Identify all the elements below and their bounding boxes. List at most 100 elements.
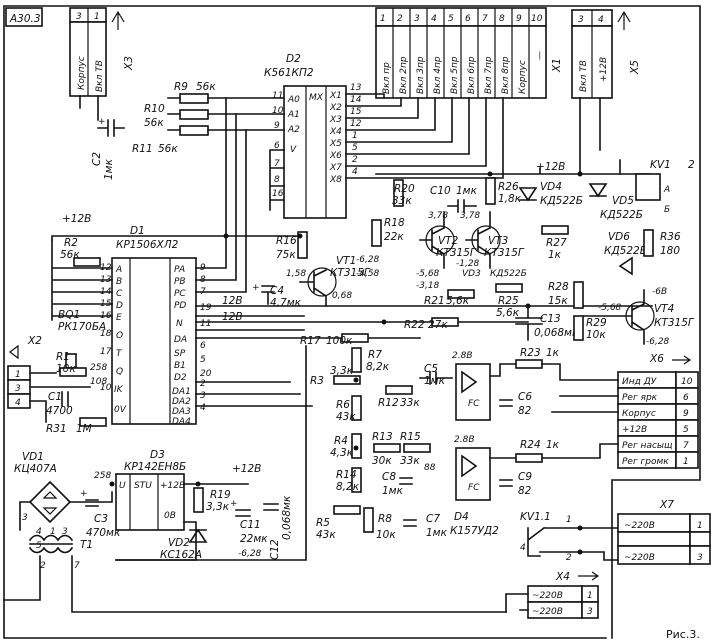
- d1-sp: SP: [174, 349, 186, 359]
- svg-text:5: 5: [36, 541, 42, 551]
- d1-pc: PC: [174, 289, 186, 299]
- x1-pin2-label: Вкл 2пр: [399, 56, 409, 94]
- x7-ref: X7: [659, 499, 674, 511]
- connector-x6: X6 Инд ДУ 10 Рег ярк 6 Корпус 9 +12В 5 Р…: [541, 353, 699, 469]
- x6-row5-label: Рег насыщ: [622, 441, 673, 451]
- vd6-ref: VD6: [608, 231, 630, 243]
- x1-pin1-num: 1: [380, 14, 386, 24]
- connector-x4: X4 ~220В 1 ~220В 3: [505, 571, 600, 619]
- rail-left-label: +12В: [62, 213, 91, 225]
- r11-value: 56к: [158, 143, 178, 155]
- frame-border: [3, 5, 701, 639]
- d2-pin1: 1: [352, 131, 358, 141]
- vt1-voltage-base: 1,58: [286, 269, 306, 279]
- x6-row6-num: 1: [683, 457, 689, 467]
- d2-mux: MX: [309, 93, 324, 103]
- x6-row3-label: Корпус: [622, 409, 656, 419]
- relay-kv1: VD5 КД522Б KV1 2 A Б VD6 КД522Б R36 180: [579, 97, 695, 276]
- c13-value: 0,068мк: [534, 327, 579, 339]
- bus-12v-2: 12В: [222, 311, 243, 323]
- r18-value: 22к: [384, 231, 404, 243]
- vd3-ref: VD3: [462, 269, 481, 279]
- d1-da4: DA4: [172, 417, 191, 427]
- opamp-top-fc: FC: [468, 399, 480, 409]
- r8-ref: R8: [378, 513, 392, 525]
- vt4-ref: VT4: [654, 303, 674, 315]
- d1-n: N: [176, 319, 183, 329]
- c12-ref: C12: [269, 539, 281, 560]
- vd6-value: КД522Б: [604, 245, 647, 257]
- c12-value: 0,068мк: [281, 495, 293, 540]
- d1-b1: B1: [174, 361, 186, 371]
- c11-value: 22мк: [240, 533, 268, 545]
- vd2-value: КС162А: [160, 549, 202, 561]
- d2-pin6: 6: [274, 141, 280, 151]
- x4-row1-label: ~220В: [532, 591, 563, 601]
- v-c11: -6,28: [238, 549, 262, 559]
- svg-text:3: 3: [62, 527, 68, 537]
- r7-ref: R7: [368, 349, 382, 361]
- x1-ref: X1: [551, 58, 563, 73]
- r22-ref: R22: [404, 319, 425, 331]
- vt3-v2: -1,28: [456, 259, 480, 269]
- svg-text:2: 2: [566, 553, 572, 563]
- d1-a: A: [115, 265, 122, 275]
- x1-pin5-num: 5: [448, 14, 454, 24]
- d1-pin2: 2: [200, 379, 206, 389]
- svg-text:A: A: [663, 185, 670, 195]
- r26-value: 1,8к: [498, 193, 522, 205]
- d2-pin2: 2: [352, 155, 358, 165]
- bq1-ref: BQ1: [58, 309, 80, 321]
- x6-ref: X6: [649, 353, 664, 365]
- vt2-vt3-stage: +12В R20 33к C10 1мк R26 1,8к R18 22к VT…: [356, 161, 651, 319]
- vt3-v1: 3,78: [460, 211, 480, 221]
- svg-text:+: +: [80, 489, 88, 499]
- d3-u: U: [119, 481, 126, 491]
- d2-ref: D2: [286, 53, 301, 65]
- c7-value: 1мк: [426, 527, 448, 539]
- r15-value: 33к: [400, 455, 420, 467]
- d1-c: C: [116, 289, 123, 299]
- junction-dots: [109, 171, 583, 487]
- power-supply: VD1 КЦ407А 3 4 1 3 T1 2 7 5 258 + C3 470…: [3, 345, 507, 613]
- r19-ref: R19: [210, 489, 231, 501]
- d1-e: E: [116, 313, 122, 323]
- relay-contacts-kv11: KV1.1 1 2 4: [520, 511, 619, 563]
- x7-row2-label: ~220В: [624, 553, 655, 563]
- r25-ref: R25: [498, 295, 519, 307]
- vt2-v4: -5,68: [416, 269, 440, 279]
- x6-row2-label: Рег ярк: [622, 393, 658, 403]
- d2-x2: X2: [329, 103, 342, 113]
- svg-text:7: 7: [74, 561, 80, 571]
- t1-label: T1: [80, 539, 93, 551]
- kv1-ref: KV1: [650, 159, 671, 171]
- vt2-v2: -6,28: [356, 255, 380, 265]
- x1-pin7-num: 7: [482, 14, 488, 24]
- r14-value: 8,2к: [336, 481, 360, 493]
- svg-text:1: 1: [566, 515, 572, 525]
- vt1-ref: VT1: [336, 255, 356, 267]
- r23-ref: R23: [520, 347, 541, 359]
- x1-pin4-num: 4: [431, 14, 437, 24]
- c5-value: 1мк: [424, 375, 446, 387]
- d1-d2: D2: [174, 373, 187, 383]
- r14-ref: R14: [336, 469, 357, 481]
- r10-ref: R10: [144, 103, 165, 115]
- d2-a0: A0: [287, 95, 300, 105]
- d2-x4: X4: [329, 127, 342, 137]
- d1-da3: DA3: [172, 407, 191, 417]
- r20-ref: R20: [394, 183, 415, 195]
- r18-ref: R18: [384, 217, 405, 229]
- r28-value: 15к: [548, 295, 568, 307]
- x3-pin1-label: Корпус: [77, 56, 87, 90]
- r31-ref: R31: [46, 423, 67, 435]
- r5-value: 43к: [316, 529, 336, 541]
- d2-pin5: 5: [352, 143, 358, 153]
- x6-row4-num: 5: [683, 425, 689, 435]
- vd5-value: КД522Б: [600, 209, 643, 221]
- c4-value: 4,7мк: [270, 297, 302, 309]
- d1-pin11: 11: [200, 319, 211, 329]
- r10-value: 56к: [144, 117, 164, 129]
